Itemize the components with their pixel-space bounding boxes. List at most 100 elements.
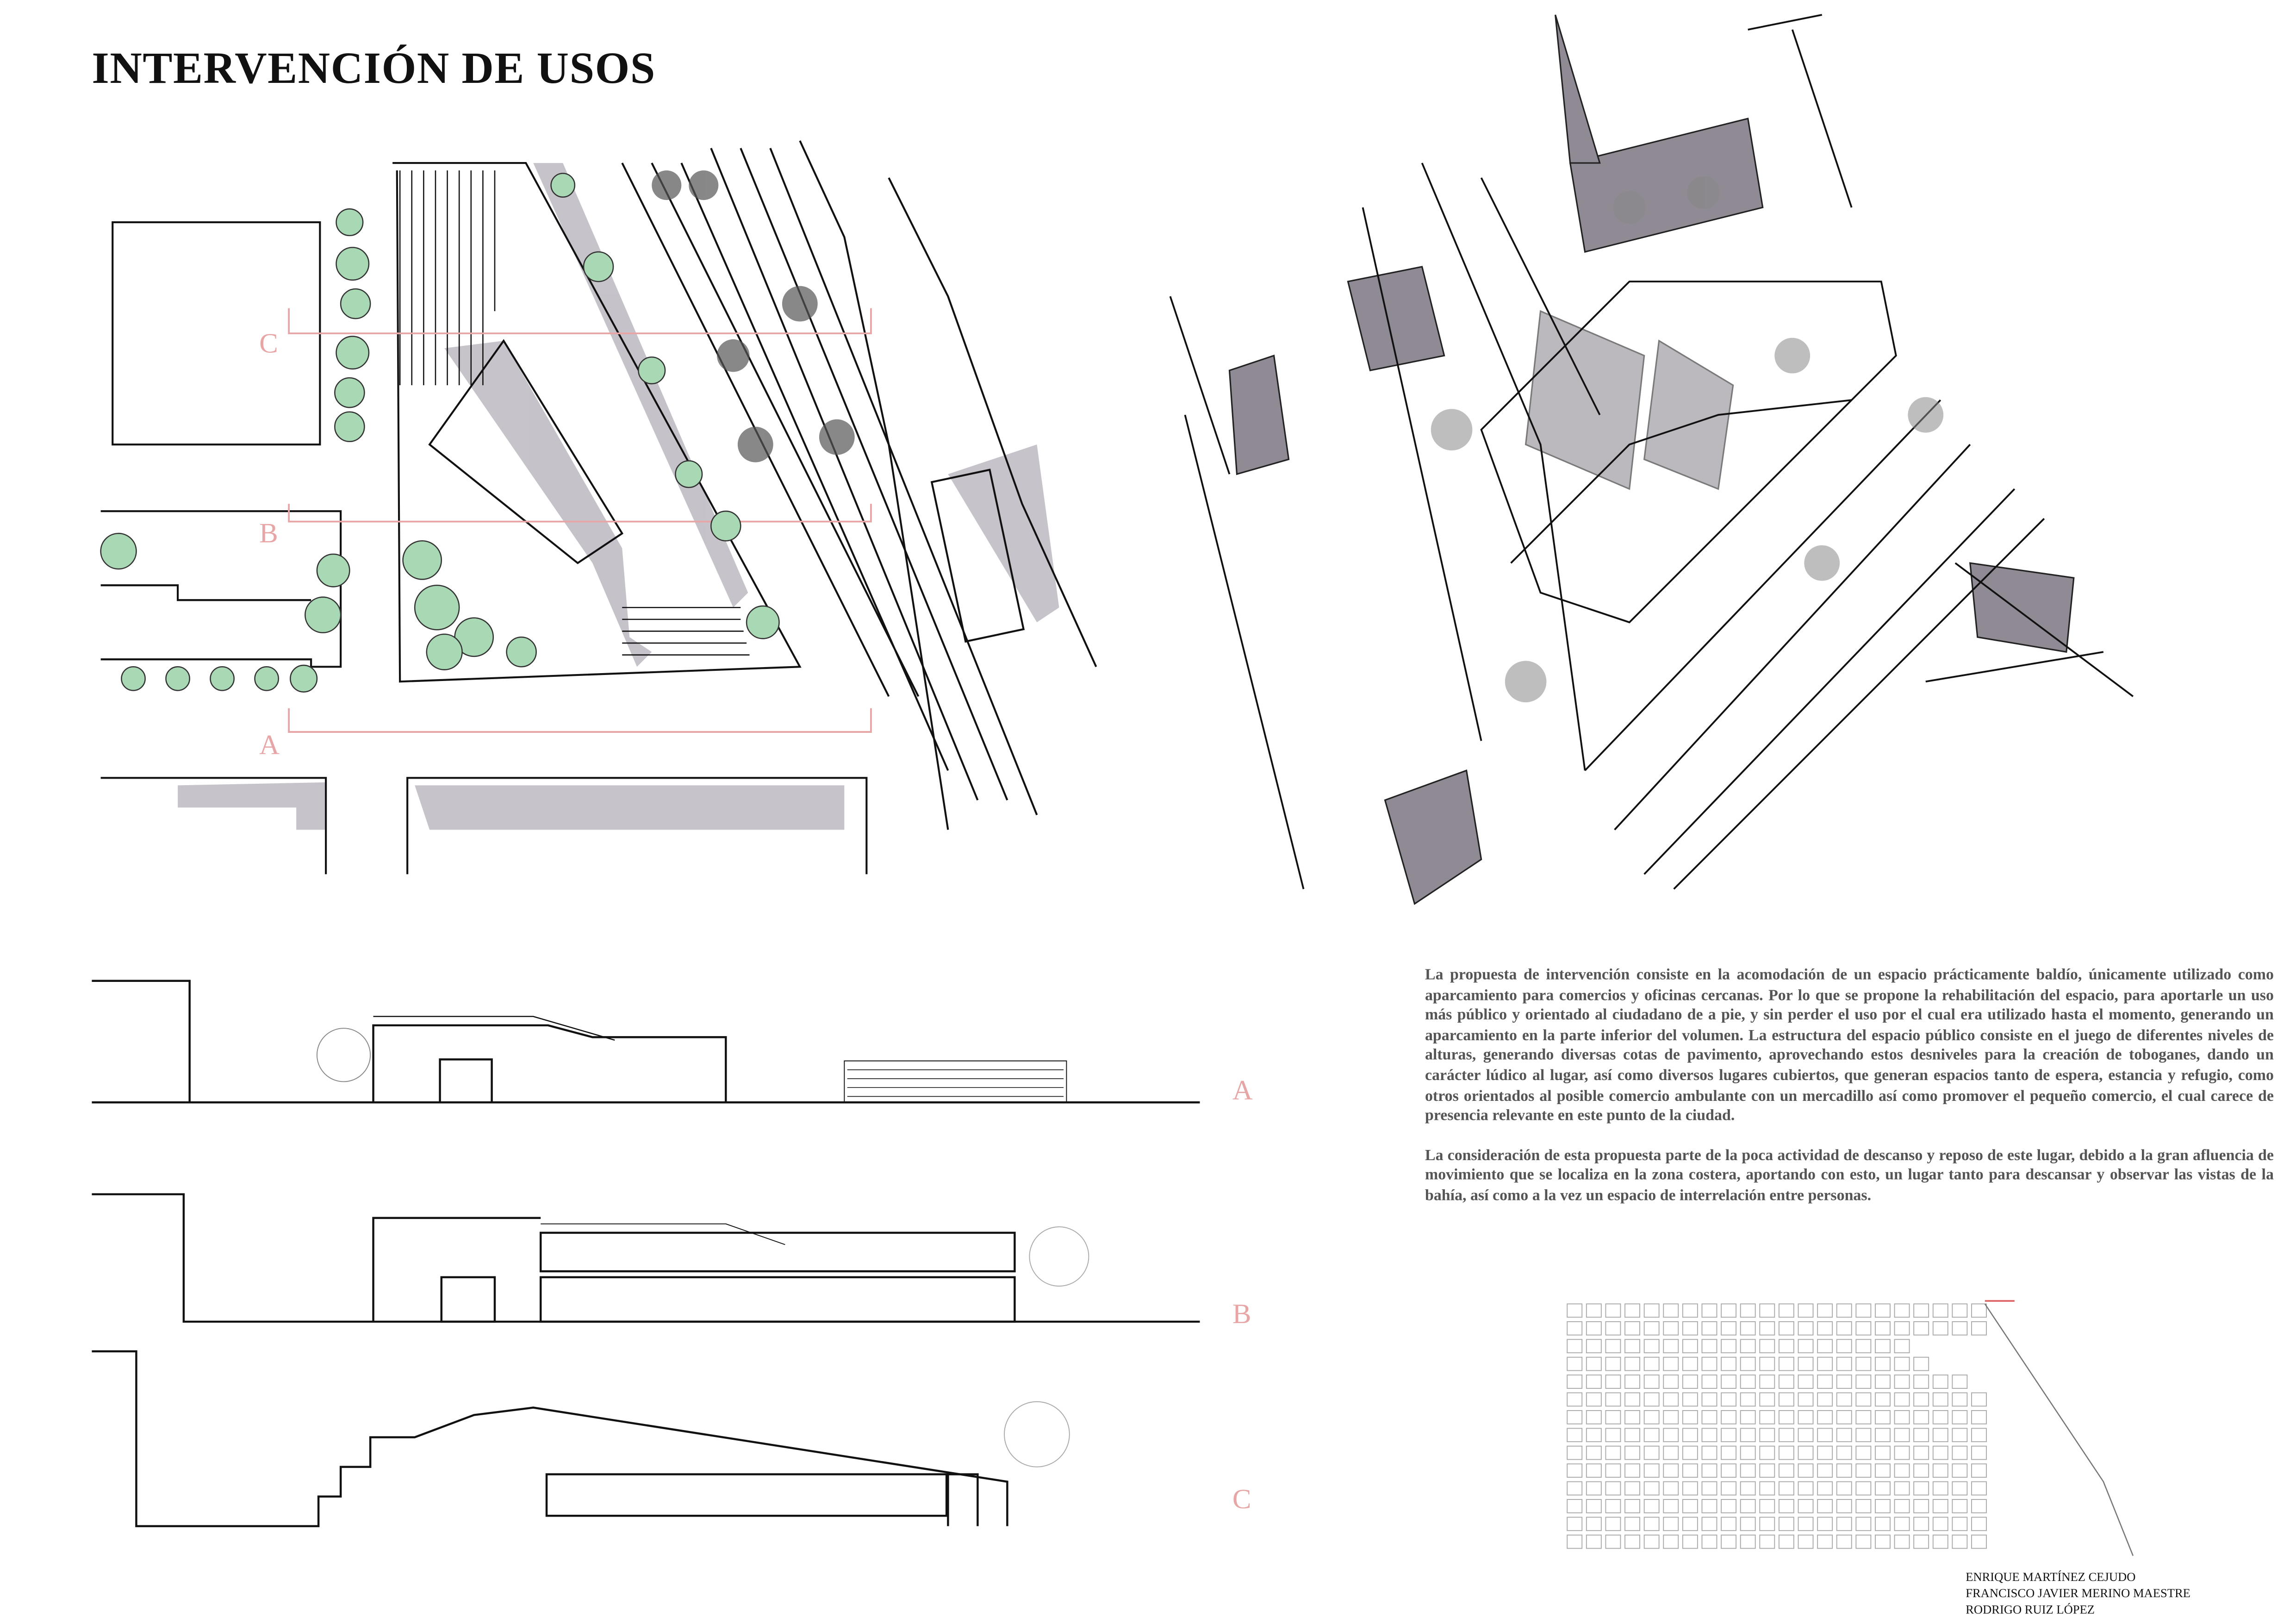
map-block [1894, 1356, 1910, 1371]
map-block [1586, 1445, 1602, 1460]
description-paragraph-2: La consideración de esta propuesta parte… [1425, 1148, 2274, 1205]
map-block [1894, 1374, 1910, 1389]
map-block [1567, 1534, 1583, 1549]
section-label-a: A [1232, 1075, 1253, 1107]
map-block [1778, 1339, 1794, 1354]
map-block [1855, 1428, 1872, 1443]
map-block [1932, 1410, 1948, 1424]
map-block [1701, 1463, 1717, 1478]
map-block [1778, 1481, 1794, 1496]
map-block [1586, 1356, 1602, 1371]
map-block [1952, 1499, 1968, 1513]
map-block [1913, 1321, 1929, 1336]
map-block [1932, 1499, 1948, 1513]
map-block [1586, 1517, 1602, 1531]
map-block [1701, 1356, 1717, 1371]
map-block [1740, 1534, 1756, 1549]
map-block [1855, 1356, 1872, 1371]
map-block [1855, 1445, 1872, 1460]
map-block [1701, 1481, 1717, 1496]
map-block [1874, 1303, 1891, 1318]
map-block [1894, 1481, 1910, 1496]
map-block [1663, 1374, 1679, 1389]
map-block [1567, 1428, 1583, 1443]
map-block [1643, 1499, 1660, 1513]
map-block [1971, 1499, 1987, 1513]
map-block [1759, 1517, 1775, 1531]
map-block [1682, 1481, 1698, 1496]
map-block [1874, 1481, 1891, 1496]
map-block [1663, 1445, 1679, 1460]
map-block [1855, 1374, 1872, 1389]
map-block [1759, 1410, 1775, 1424]
map-block [1605, 1445, 1621, 1460]
map-block [1643, 1321, 1660, 1336]
map-block [1759, 1356, 1775, 1371]
map-block [1913, 1463, 1929, 1478]
map-block [1836, 1410, 1852, 1424]
author-2: FRANCISCO JAVIER MERINO MAESTRE [1966, 1587, 2190, 1600]
map-block [1836, 1428, 1852, 1443]
map-block [1663, 1463, 1679, 1478]
map-block [1643, 1392, 1660, 1407]
sections-drawing [92, 980, 1200, 1527]
map-block [1721, 1534, 1737, 1549]
map-block [1874, 1517, 1891, 1531]
map-block [1952, 1392, 1968, 1407]
map-block [1817, 1445, 1833, 1460]
map-block [1586, 1481, 1602, 1496]
map-block [1855, 1410, 1872, 1424]
map-block [1567, 1356, 1583, 1371]
map-block [1894, 1321, 1910, 1336]
map-block [1952, 1321, 1968, 1336]
map-block [1778, 1392, 1794, 1407]
map-block [1874, 1374, 1891, 1389]
map-block [1663, 1303, 1679, 1318]
map-block [1932, 1303, 1948, 1318]
author-3: RODRIGO RUIZ LÓPEZ [1966, 1603, 2095, 1617]
map-block [1932, 1481, 1948, 1496]
authors: ENRIQUE MARTÍNEZ CEJUDO FRANCISCO JAVIER… [1966, 1569, 2190, 1618]
author-1: ENRIQUE MARTÍNEZ CEJUDO [1966, 1570, 2136, 1584]
map-block [1817, 1534, 1833, 1549]
map-block [1913, 1499, 1929, 1513]
map-block [1778, 1374, 1794, 1389]
map-block [1643, 1481, 1660, 1496]
map-block [1682, 1410, 1698, 1424]
map-block [1721, 1303, 1737, 1318]
map-block [1721, 1374, 1737, 1389]
map-block [1971, 1410, 1987, 1424]
map-block [1701, 1534, 1717, 1549]
map-block [1836, 1499, 1852, 1513]
map-block [1721, 1392, 1737, 1407]
map-block [1798, 1339, 1814, 1354]
map-block [1817, 1321, 1833, 1336]
map-block [1701, 1321, 1717, 1336]
map-block [1586, 1339, 1602, 1354]
map-block [1624, 1499, 1641, 1513]
map-block [1855, 1463, 1872, 1478]
map-block [1759, 1339, 1775, 1354]
map-block [1778, 1428, 1794, 1443]
map-block [1894, 1339, 1910, 1354]
map-block [1624, 1303, 1641, 1318]
map-block [1952, 1410, 1968, 1424]
map-block [1798, 1499, 1814, 1513]
map-block [1874, 1410, 1891, 1424]
map-block [1682, 1374, 1698, 1389]
map-block [1721, 1428, 1737, 1443]
section-b [92, 1193, 1200, 1323]
map-block [1913, 1428, 1929, 1443]
map-block [1817, 1428, 1833, 1443]
map-block [1663, 1321, 1679, 1336]
map-block [1721, 1321, 1737, 1336]
map-block [1624, 1428, 1641, 1443]
map-block [1663, 1499, 1679, 1513]
map-block [1778, 1321, 1794, 1336]
map-block [1759, 1321, 1775, 1336]
map-block [1836, 1463, 1852, 1478]
map-block [1605, 1392, 1621, 1407]
map-block [1740, 1303, 1756, 1318]
map-block [1663, 1428, 1679, 1443]
map-block [1778, 1499, 1794, 1513]
